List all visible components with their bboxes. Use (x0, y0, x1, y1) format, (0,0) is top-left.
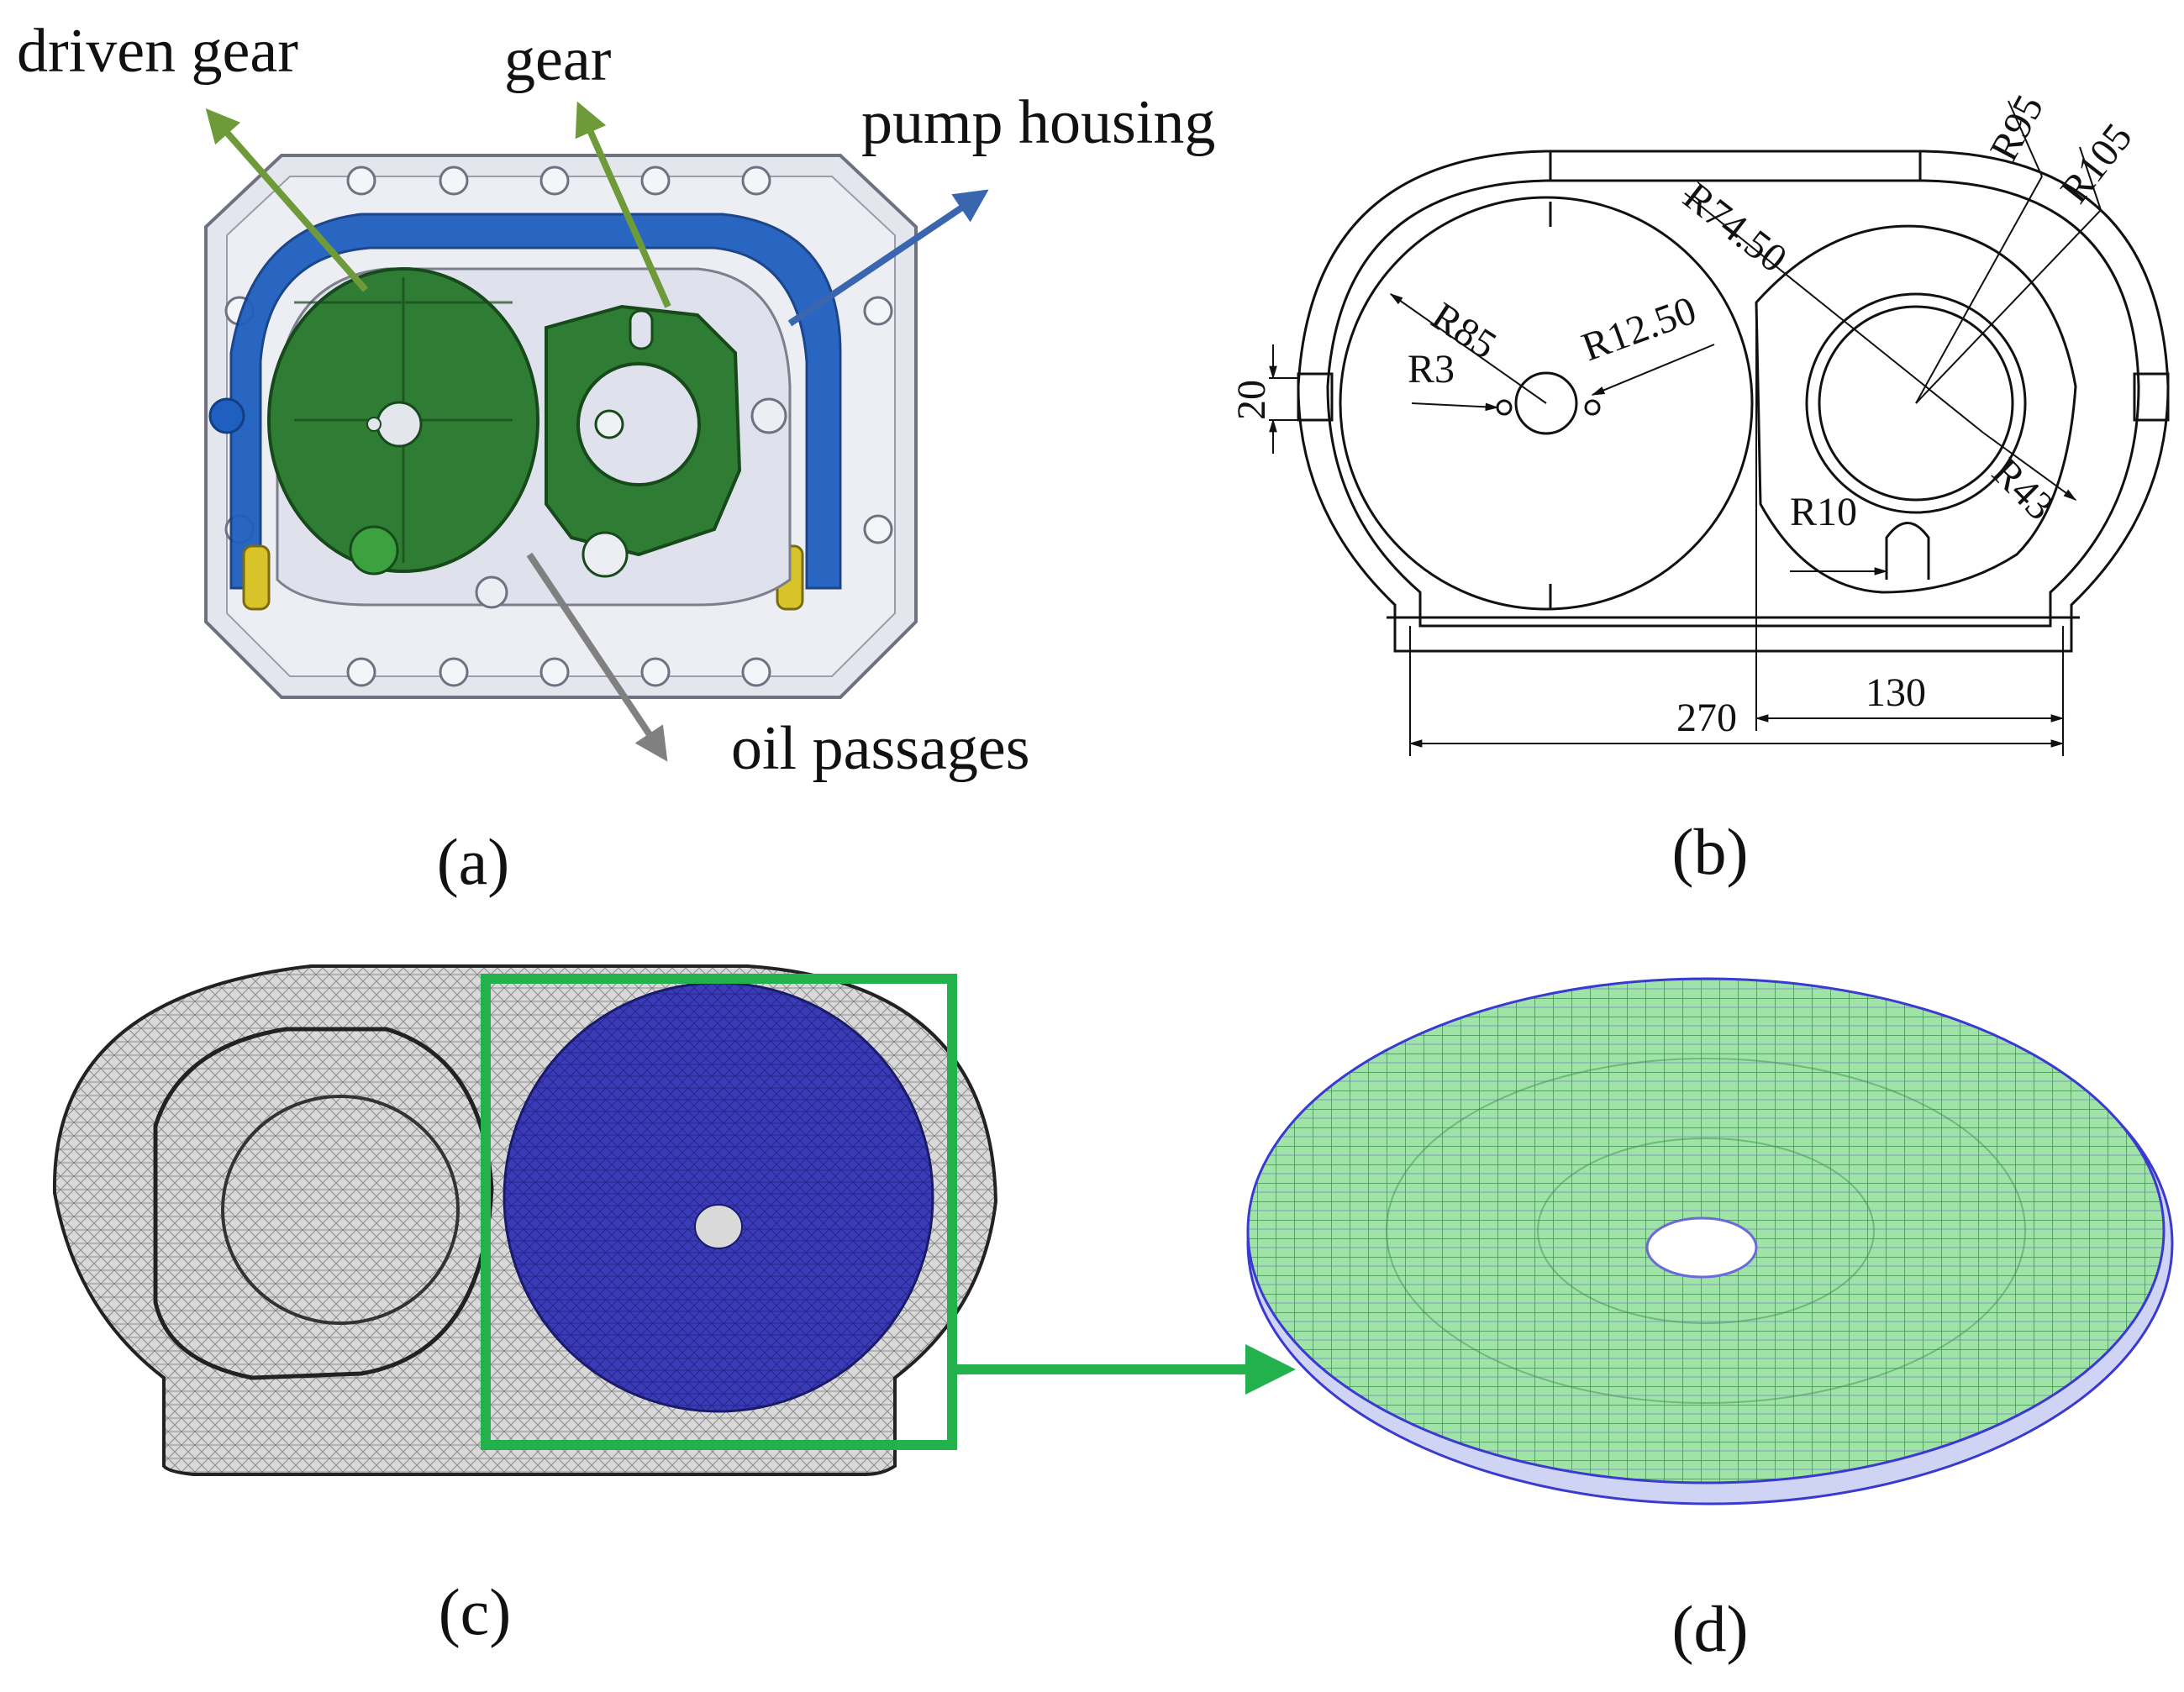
gear-label: gear (504, 25, 611, 94)
dim-r95: R95 (1981, 88, 2052, 169)
gear-bore (576, 362, 701, 486)
panel-b (1269, 100, 2170, 756)
left-center-hub (1514, 371, 1578, 435)
left-port (208, 397, 245, 434)
dim-130: 130 (1866, 670, 1926, 715)
oil-port (475, 575, 508, 609)
left-bore (1339, 196, 1754, 611)
right-notch (2133, 372, 2170, 422)
housing-outline (1297, 150, 2170, 653)
driven-gear-arrow (205, 108, 369, 292)
right-slot (1885, 522, 1930, 580)
mesh-disc-ring (1386, 1058, 2026, 1404)
pump-housing-label: pump housing (861, 88, 1215, 157)
panel-a: driven gear gear pump housing oil passag… (17, 17, 1215, 898)
driven-gear-lower-port (349, 525, 399, 575)
left-small-hole-a (1496, 399, 1513, 416)
panel-b-dimension-labels: R85 R3 R12.50 R74.50 R95 R105 R43 R10 20… (1229, 88, 2141, 888)
driven-gear-hub (376, 401, 423, 448)
mesh-center-hole (1645, 1216, 1758, 1279)
dim-20: 20 (1229, 380, 1274, 420)
gear-pin (594, 409, 624, 439)
gear-lower-port (582, 531, 629, 578)
gear-key (629, 309, 654, 350)
driven-gear-label: driven gear (17, 17, 298, 86)
panel-a-letter: (a) (437, 825, 510, 898)
left-lug (242, 544, 271, 611)
driven-gear-pin (366, 417, 382, 432)
panel-c: (c) (52, 964, 1296, 1648)
housing-inner-outline (1326, 179, 2140, 628)
dim-r43: R43 (1983, 449, 2062, 528)
right-chamber (1755, 224, 2077, 594)
gear-arrow (575, 101, 671, 308)
meshed-gear-hole (694, 1204, 743, 1249)
mesh-disc-ring-inner (1537, 1138, 1875, 1324)
panel-d: (d) (1246, 977, 2174, 1665)
right-port (750, 397, 787, 434)
panel-c-letter: (c) (439, 1575, 512, 1648)
dimension-lines (1269, 100, 2102, 756)
pump-housing-ring (229, 213, 842, 590)
right-bore-inner (1818, 305, 2014, 502)
panel-b-letter: (b) (1672, 815, 1749, 888)
meshed-gear-disc (503, 981, 934, 1413)
panel-d-letter: (d) (1672, 1592, 1749, 1665)
oil-passages-label: oil passages (731, 714, 1030, 783)
left-boss (221, 1095, 460, 1325)
dim-r3: R3 (1408, 347, 1455, 391)
dim-r10: R10 (1790, 490, 1857, 534)
left-notch (1297, 372, 1334, 422)
left-pocket (153, 1027, 494, 1380)
dim-270: 270 (1676, 696, 1737, 740)
highlight-box (481, 974, 957, 1450)
dim-r105: R105 (2052, 115, 2141, 212)
right-bore-outer (1805, 292, 2027, 514)
left-small-hole-b (1584, 399, 1601, 416)
dim-r74-50: R74.50 (1675, 174, 1795, 281)
pump-housing-arrow (787, 189, 989, 327)
oil-passages-arrow (526, 552, 668, 762)
